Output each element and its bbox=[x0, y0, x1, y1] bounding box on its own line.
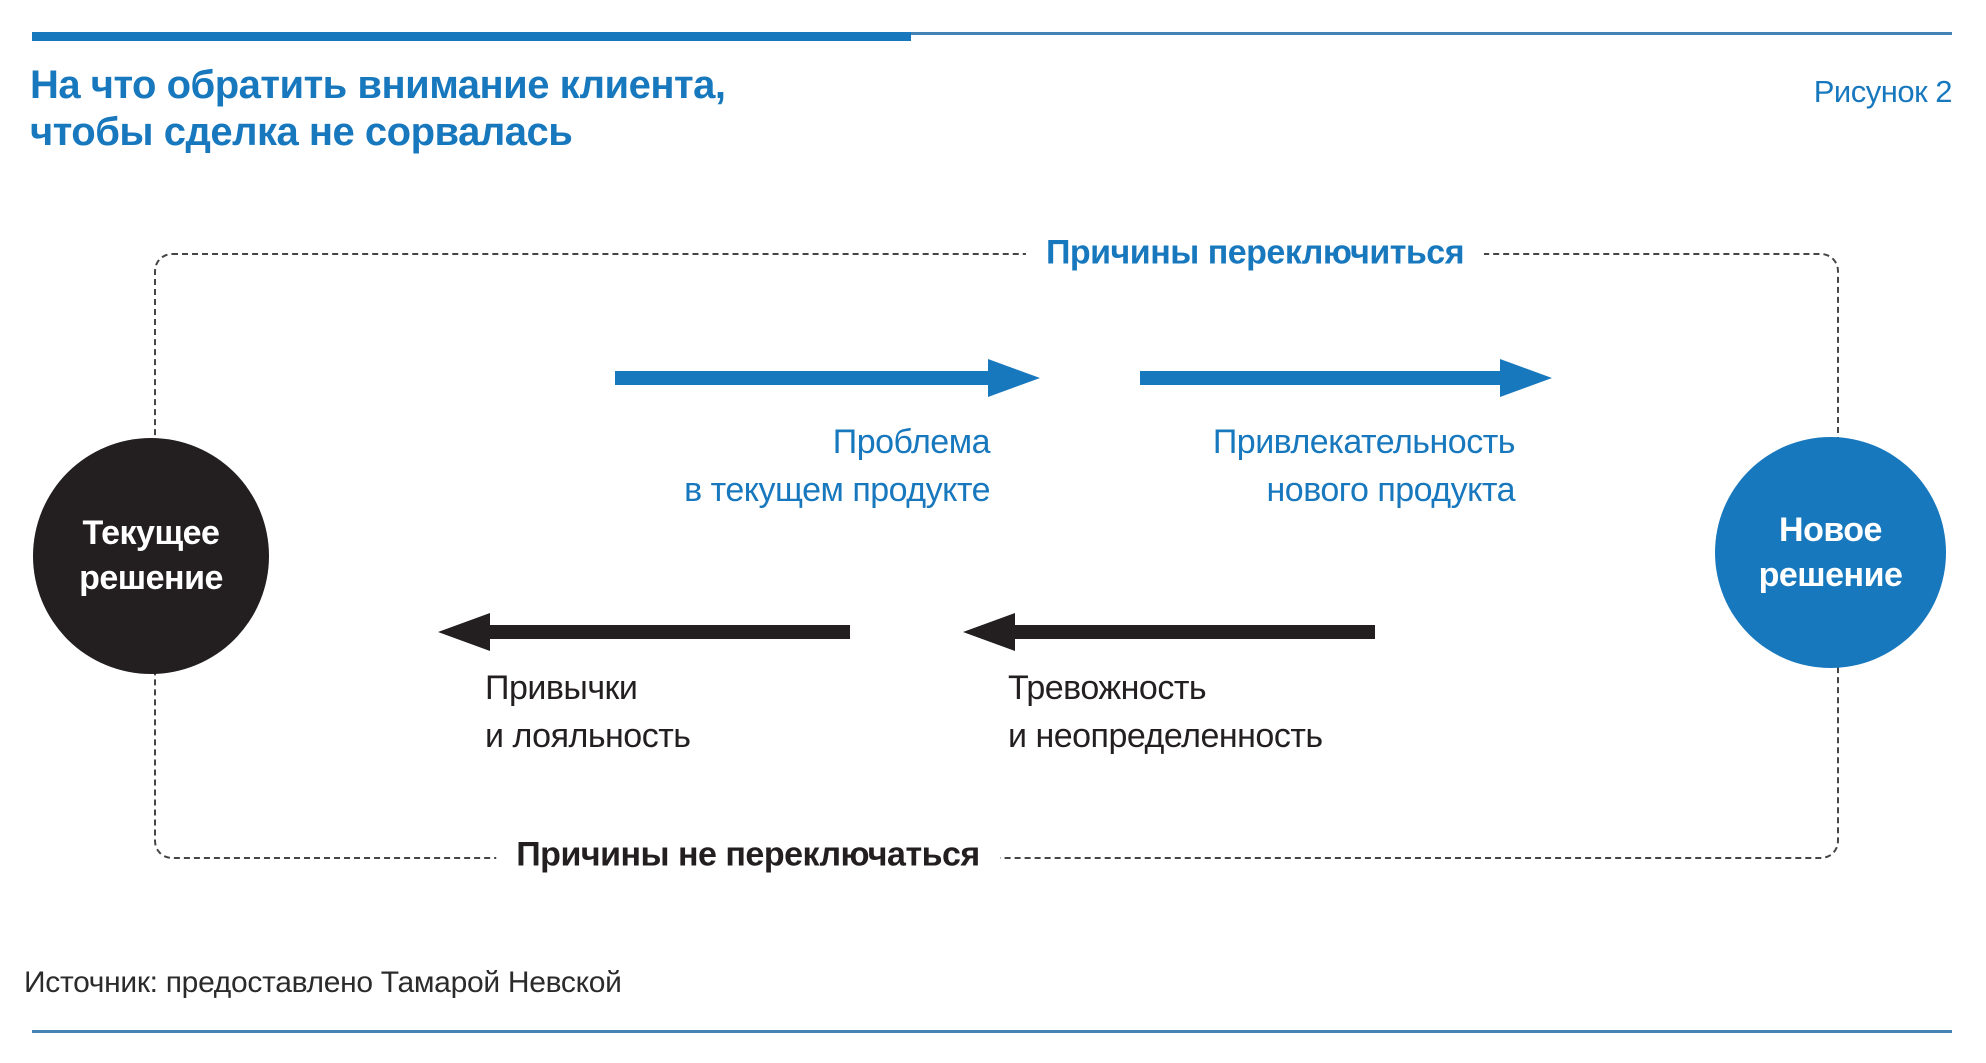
caption-line1: Привычки bbox=[485, 669, 638, 707]
new-solution-line1: Новое bbox=[1779, 510, 1882, 549]
arrow-head bbox=[438, 613, 490, 651]
arrow-head bbox=[1500, 359, 1552, 397]
caption-line1: Проблема bbox=[832, 423, 991, 461]
caption-line2: нового продукта bbox=[1266, 471, 1516, 509]
current-solution-label: Текущее решение bbox=[79, 511, 223, 601]
page-title-line2: чтобы сделка не сорвалась bbox=[30, 110, 573, 155]
arrow-right-problem-icon bbox=[615, 359, 1040, 397]
caption-habits-loyalty: Привычки и лояльность bbox=[485, 664, 691, 760]
caption-problem-current-product: Проблема в текущем продукте bbox=[684, 418, 990, 514]
caption-line1: Привлекательность bbox=[1212, 423, 1516, 461]
dashed-cycle-frame bbox=[154, 253, 1839, 859]
caption-line2: и неопределенность bbox=[1008, 717, 1323, 755]
arrow-right-attractiveness-icon bbox=[1140, 359, 1552, 397]
page-title: На что обратить внимание клиента, чтобы … bbox=[30, 62, 726, 156]
caption-attractiveness-new-product: Привлекательность нового продукта bbox=[1212, 418, 1516, 514]
caption-line2: в текущем продукте bbox=[684, 471, 990, 509]
figure-number-label: Рисунок 2 bbox=[1813, 74, 1953, 109]
caption-anxiety-uncertainty: Тревожность и неопределенность bbox=[1008, 664, 1323, 760]
new-solution-line2: решение bbox=[1758, 555, 1903, 594]
arrow-head bbox=[988, 359, 1040, 397]
top-thick-rule bbox=[32, 32, 911, 41]
new-solution-label: Новое решение bbox=[1759, 508, 1903, 598]
bottom-thin-rule bbox=[32, 1030, 1952, 1033]
current-solution-line2: решение bbox=[79, 559, 223, 597]
arrow-head bbox=[963, 613, 1015, 651]
reasons-not-to-switch-label: Причины не переключаться bbox=[496, 835, 1000, 875]
reasons-to-switch-label: Причины переключиться bbox=[1025, 233, 1485, 273]
source-attribution: Источник: предоставлено Тамарой Невской bbox=[24, 966, 622, 999]
arrow-shaft bbox=[490, 625, 850, 639]
page-title-line1: На что обратить внимание клиента, bbox=[30, 63, 726, 107]
arrow-shaft bbox=[1015, 625, 1375, 639]
caption-line1: Тревожность bbox=[1008, 669, 1207, 707]
caption-line2: и лояльность bbox=[485, 717, 691, 755]
new-solution-node: Новое решение bbox=[1715, 437, 1946, 668]
arrow-shaft bbox=[1140, 371, 1500, 385]
top-thin-rule bbox=[911, 32, 1952, 35]
arrow-left-anxiety-icon bbox=[963, 613, 1375, 651]
current-solution-node: Текущее решение bbox=[33, 438, 269, 674]
current-solution-line1: Текущее bbox=[82, 514, 220, 553]
arrow-shaft bbox=[615, 371, 988, 385]
arrow-left-habits-icon bbox=[438, 613, 850, 651]
